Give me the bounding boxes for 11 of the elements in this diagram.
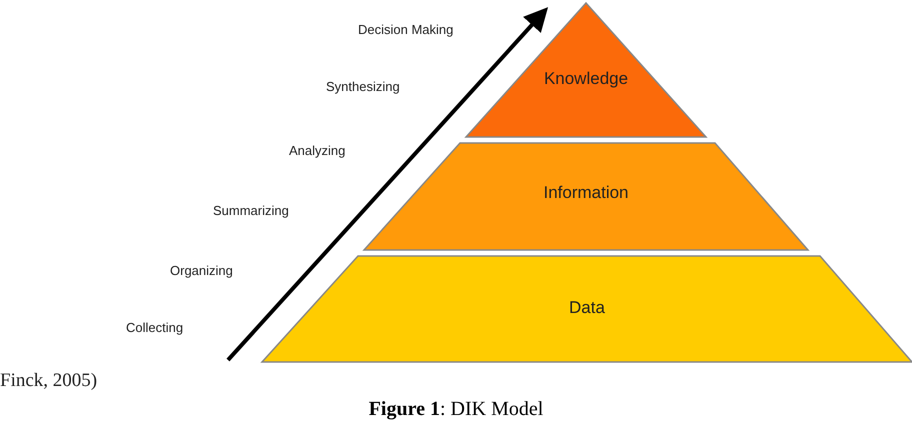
level-label: Data — [568, 298, 606, 318]
level-label: Information — [542, 183, 630, 203]
figure-caption: Figure 1: DIK Model — [368, 398, 544, 420]
step-label: Organizing — [170, 263, 233, 278]
citation-text: Finck, 2005) — [0, 370, 98, 392]
step-label: Collecting — [126, 320, 184, 335]
step-label: Analyzing — [289, 143, 346, 158]
step-label: Synthesizing — [326, 79, 400, 94]
step-label: Decision Making — [358, 22, 454, 37]
step-label: Summarizing — [213, 203, 289, 218]
level-label: Knowledge — [542, 69, 630, 89]
